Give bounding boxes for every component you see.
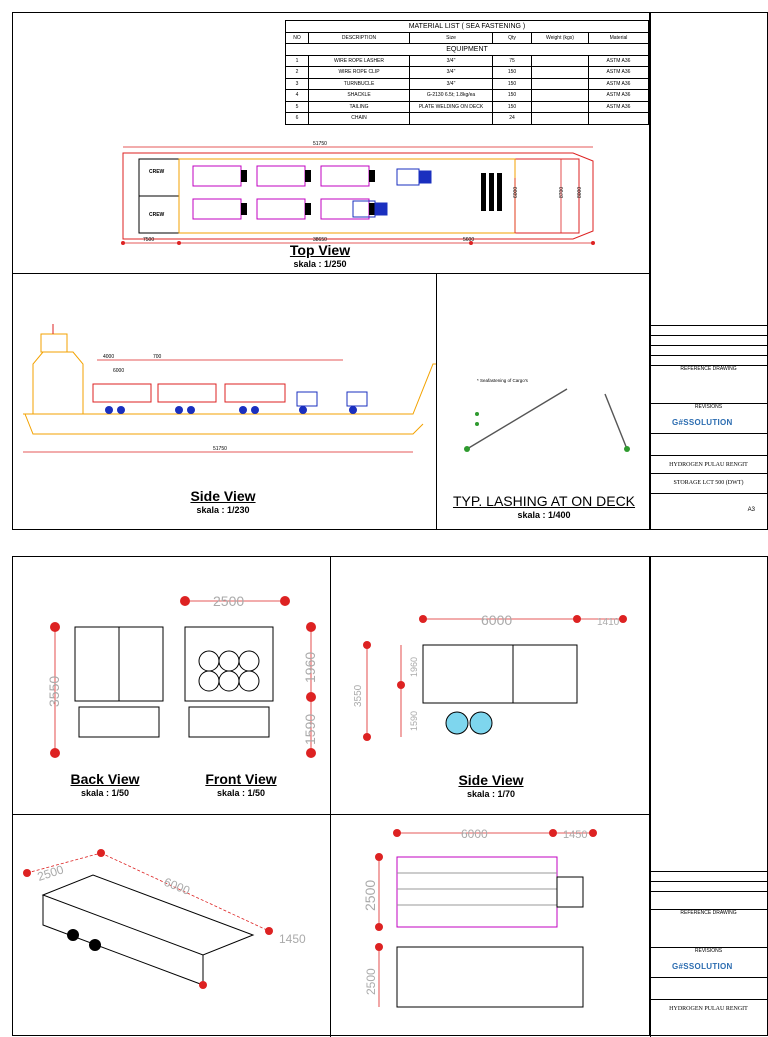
back-view-scale: skala : 1/50 [80, 788, 130, 798]
revisions-label-2: REVISIONS [650, 947, 767, 954]
reference-drawing-label-2: REFERENCE DRAWING [650, 909, 767, 916]
top-view-scale: skala : 1/250 [293, 259, 347, 269]
trailer-side-view-panel: 6000 1410 3550 1960 1590 Side View skala… [331, 557, 651, 815]
drawing-sheet-1: MATERIAL LIST ( SEA FASTENING ) NO DESCR… [12, 12, 768, 530]
dim-bow: 7500 [143, 237, 154, 243]
drawing-sheet-2: 3550 2500 1960 1590 Back View skala : 1/… [12, 556, 768, 1037]
crew-label-1: CREW [149, 169, 165, 175]
plan-panel: 6000 1450 2500 2500 [331, 815, 651, 1037]
back-front-drawing: 3550 2500 1960 1590 [46, 593, 318, 758]
top-view-title-block: Top View skala : 1/250 [265, 242, 375, 269]
plan-width-dim: 2500 [362, 880, 378, 911]
material-list-header-row: NO DESCRIPTION Size Qty Weight (kgs) Mat… [285, 31, 649, 44]
title-block-2: REFERENCE DRAWING REVISIONS G#SSOLUTION … [649, 557, 767, 1035]
company-logo: G#SSOLUTION [672, 418, 733, 427]
iso-overhang-dim: 1450 [279, 932, 306, 946]
trailer-height-dim: 3550 [353, 684, 364, 707]
lashing-note: * Seafastening of Cargo's [477, 378, 529, 383]
project-name-2: HYDROGEN PULAU RENGIT [650, 999, 767, 1012]
top-view-drawing: 51750 7500 38650 5600 6000 8700 8000 CRE… [121, 141, 595, 245]
iso-length-dim: 6000 [162, 875, 192, 898]
side-view-title: Side View [190, 488, 256, 504]
front-h1-dim: 1960 [302, 652, 318, 683]
trailer-h2-dim: 1590 [409, 711, 419, 731]
plan-drawing: 6000 1450 2500 2500 [362, 827, 597, 1008]
header-no: NO [285, 31, 309, 44]
header-size: Size [409, 31, 493, 44]
back-view-title-block: Back View skala : 1/50 [57, 771, 153, 798]
sheet-size: A3 [747, 507, 755, 513]
dim-width-2: 8700 [559, 187, 565, 198]
top-view-title: Top View [289, 242, 351, 258]
material-list-section: EQUIPMENT [285, 43, 649, 56]
dim-width-3: 8000 [577, 187, 583, 198]
side-view-drawing: 4000 700 6000 51750 [23, 324, 436, 453]
front-width-dim: 2500 [213, 593, 244, 609]
revisions-label: REVISIONS [650, 403, 767, 410]
side-dim-overall: 51750 [213, 446, 227, 452]
project-name: HYDROGEN PULAU RENGIT [650, 455, 767, 468]
side-view-scale: skala : 1/230 [196, 505, 250, 515]
lashing-panel: * Seafastening of Cargo's TYP. LASHING A… [437, 274, 651, 529]
trailer-side-title-block: Side View skala : 1/70 [441, 772, 541, 799]
trailer-length-dim: 6000 [481, 612, 512, 628]
material-cell [588, 112, 649, 125]
lashing-title-block: TYP. LASHING AT ON DECK skala : 1/400 [443, 493, 645, 520]
side-view-panel: 4000 700 6000 51750 Side View skala : 1/… [13, 274, 437, 529]
material-cell: 24 [492, 112, 532, 125]
side-dim-1: 4000 [103, 354, 114, 360]
front-view-title-block: Front View skala : 1/50 [191, 771, 291, 798]
header-weight: Weight (kgs) [531, 31, 589, 44]
material-list-table: MATERIAL LIST ( SEA FASTENING ) NO DESCR… [285, 20, 649, 125]
isometric-drawing: 2500 6000 1450 [23, 849, 306, 989]
side-dim-2: 700 [153, 354, 162, 360]
back-front-panel: 3550 2500 1960 1590 Back View skala : 1/… [13, 557, 331, 815]
trailer-overhang-dim: 1410 [597, 617, 620, 628]
crew-label-2: CREW [149, 212, 165, 218]
lashing-drawing: * Seafastening of Cargo's [464, 378, 630, 452]
side-dim-3: 6000 [113, 368, 124, 374]
header-material: Material [588, 31, 649, 44]
plan-overhang-dim: 1450 [563, 829, 587, 841]
side-view-title-block: Side View skala : 1/230 [163, 488, 283, 515]
header-description: DESCRIPTION [308, 31, 410, 44]
plan-length-dim: 6000 [461, 827, 488, 841]
trailer-side-scale: skala : 1/70 [466, 789, 516, 799]
drawing-name: STORAGE LCT 500 (DWT) [650, 473, 767, 486]
back-view-title: Back View [70, 771, 140, 787]
front-h2-dim: 1590 [302, 714, 318, 745]
dim-stern: 5600 [463, 237, 474, 243]
top-view-panel: MATERIAL LIST ( SEA FASTENING ) NO DESCR… [13, 13, 651, 274]
trailer-side-drawing: 6000 1410 3550 1960 1590 [353, 612, 627, 741]
title-block-1: REFERENCE DRAWING REVISIONS G#SSOLUTION … [649, 13, 767, 529]
iso-width-dim: 2500 [36, 862, 66, 884]
dim-width-1: 6000 [513, 187, 519, 198]
dim-overall-length: 51750 [313, 141, 327, 147]
back-height-dim: 3550 [46, 676, 62, 707]
lashing-scale: skala : 1/400 [517, 510, 571, 520]
dim-mid: 38650 [313, 237, 327, 243]
front-view-scale: skala : 1/50 [216, 788, 266, 798]
lashing-title: TYP. LASHING AT ON DECK [452, 493, 636, 509]
plan-width2-dim: 2500 [364, 968, 378, 995]
isometric-panel: 2500 6000 1450 [13, 815, 331, 1037]
trailer-side-title: Side View [458, 772, 524, 788]
company-logo-2: G#SSOLUTION [672, 962, 733, 971]
trailer-h1-dim: 1960 [409, 657, 419, 677]
reference-drawing-label: REFERENCE DRAWING [650, 365, 767, 372]
front-view-title: Front View [205, 771, 277, 787]
material-cell: CHAIN [308, 112, 410, 125]
